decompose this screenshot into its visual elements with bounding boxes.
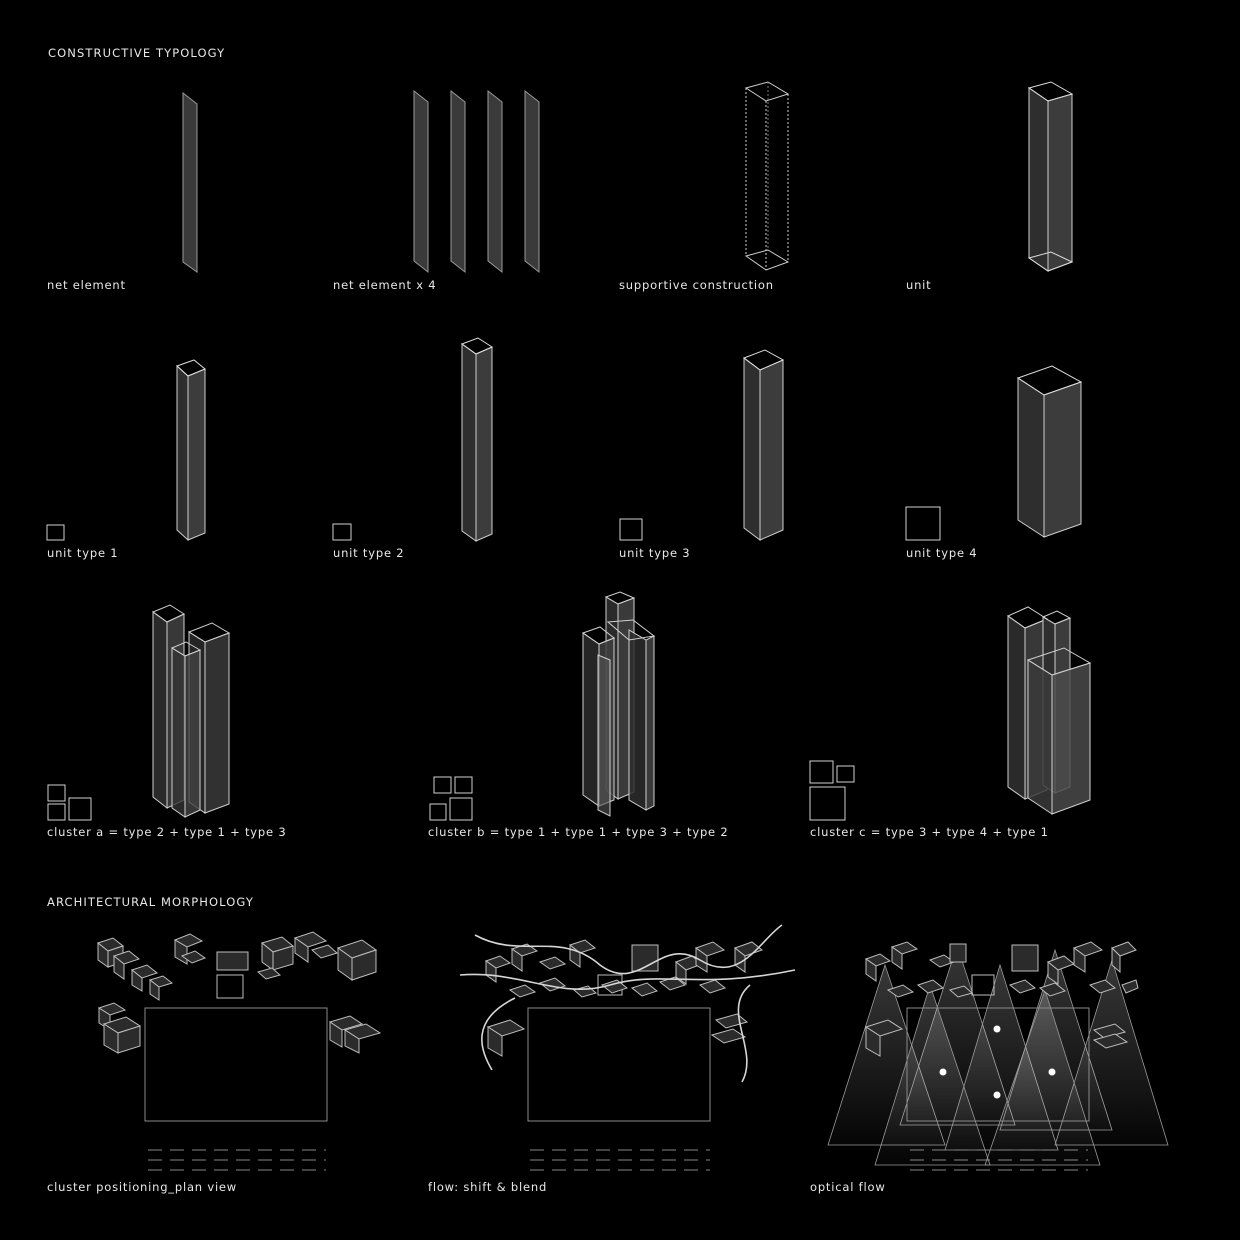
light-point-4 (993, 1091, 1001, 1099)
cluster-c-drawing (809, 606, 1092, 821)
unit-drawing (1027, 81, 1074, 272)
cluster-c-footprint-2 (836, 765, 855, 783)
cluster-b-footprint-3 (429, 803, 447, 821)
optical-hall-outline (906, 1007, 1090, 1122)
cluster-positioning-drawing (96, 931, 382, 1171)
unit-type-2-footprint (332, 523, 352, 541)
flow-shift-blend-drawing (459, 924, 796, 1171)
light-point-3 (1048, 1068, 1056, 1076)
unit-type-1-footprint (46, 524, 65, 541)
unit-type-2-drawing (332, 337, 494, 542)
cluster-a-drawing (47, 604, 231, 821)
section-title-architectural-morphology: ARCHITECTURAL MORPHOLOGY (47, 895, 254, 909)
cluster-c-footprint-3 (809, 786, 846, 821)
supportive-construction-drawing (744, 81, 790, 271)
unit-type-3-drawing (619, 349, 785, 541)
light-point-1 (993, 1025, 1001, 1033)
label-unit-type-4: unit type 4 (906, 546, 978, 560)
label-unit: unit (906, 278, 932, 292)
net-element-x4-drawing (413, 89, 540, 274)
label-optical-flow: optical flow (810, 1180, 886, 1194)
label-unit-type-1: unit type 1 (47, 546, 119, 560)
cluster-b-footprint-4 (449, 797, 473, 821)
label-supportive-construction: supportive construction (619, 278, 774, 292)
unit-type-4-drawing (905, 365, 1083, 541)
label-cluster-b: cluster b = type 1 + type 1 + type 3 + t… (428, 825, 729, 839)
label-flow-shift-blend: flow: shift & blend (428, 1180, 548, 1194)
net-element-drawing (182, 91, 198, 273)
section-title-constructive-typology: CONSTRUCTIVE TYPOLOGY (48, 46, 226, 60)
label-unit-type-3: unit type 3 (619, 546, 691, 560)
cluster-b-footprint-2 (454, 776, 473, 794)
cluster-b-drawing (429, 591, 656, 821)
label-unit-type-2: unit type 2 (333, 546, 405, 560)
label-net-element-x4: net element x 4 (333, 278, 437, 292)
cluster-b-footprint-1 (433, 776, 452, 794)
label-cluster-positioning: cluster positioning_plan view (47, 1180, 238, 1194)
label-cluster-c: cluster c = type 3 + type 4 + type 1 (810, 825, 1049, 839)
label-net-element: net element (47, 278, 126, 292)
optical-flow-drawing (827, 941, 1169, 1171)
unit-type-1-drawing (46, 359, 206, 542)
cluster-a-footprint-3 (68, 797, 92, 821)
cluster-a-footprint-1 (47, 784, 66, 802)
label-cluster-a: cluster a = type 2 + type 1 + type 3 (47, 825, 287, 839)
light-point-2 (939, 1068, 947, 1076)
cluster-c-footprint-1 (809, 760, 834, 784)
unit-type-3-footprint (619, 518, 643, 541)
flow-hall-outline (527, 1007, 711, 1122)
unit-type-4-footprint (905, 506, 941, 541)
cluster-a-footprint-2 (47, 803, 66, 821)
plan-hall-outline (144, 1007, 328, 1122)
